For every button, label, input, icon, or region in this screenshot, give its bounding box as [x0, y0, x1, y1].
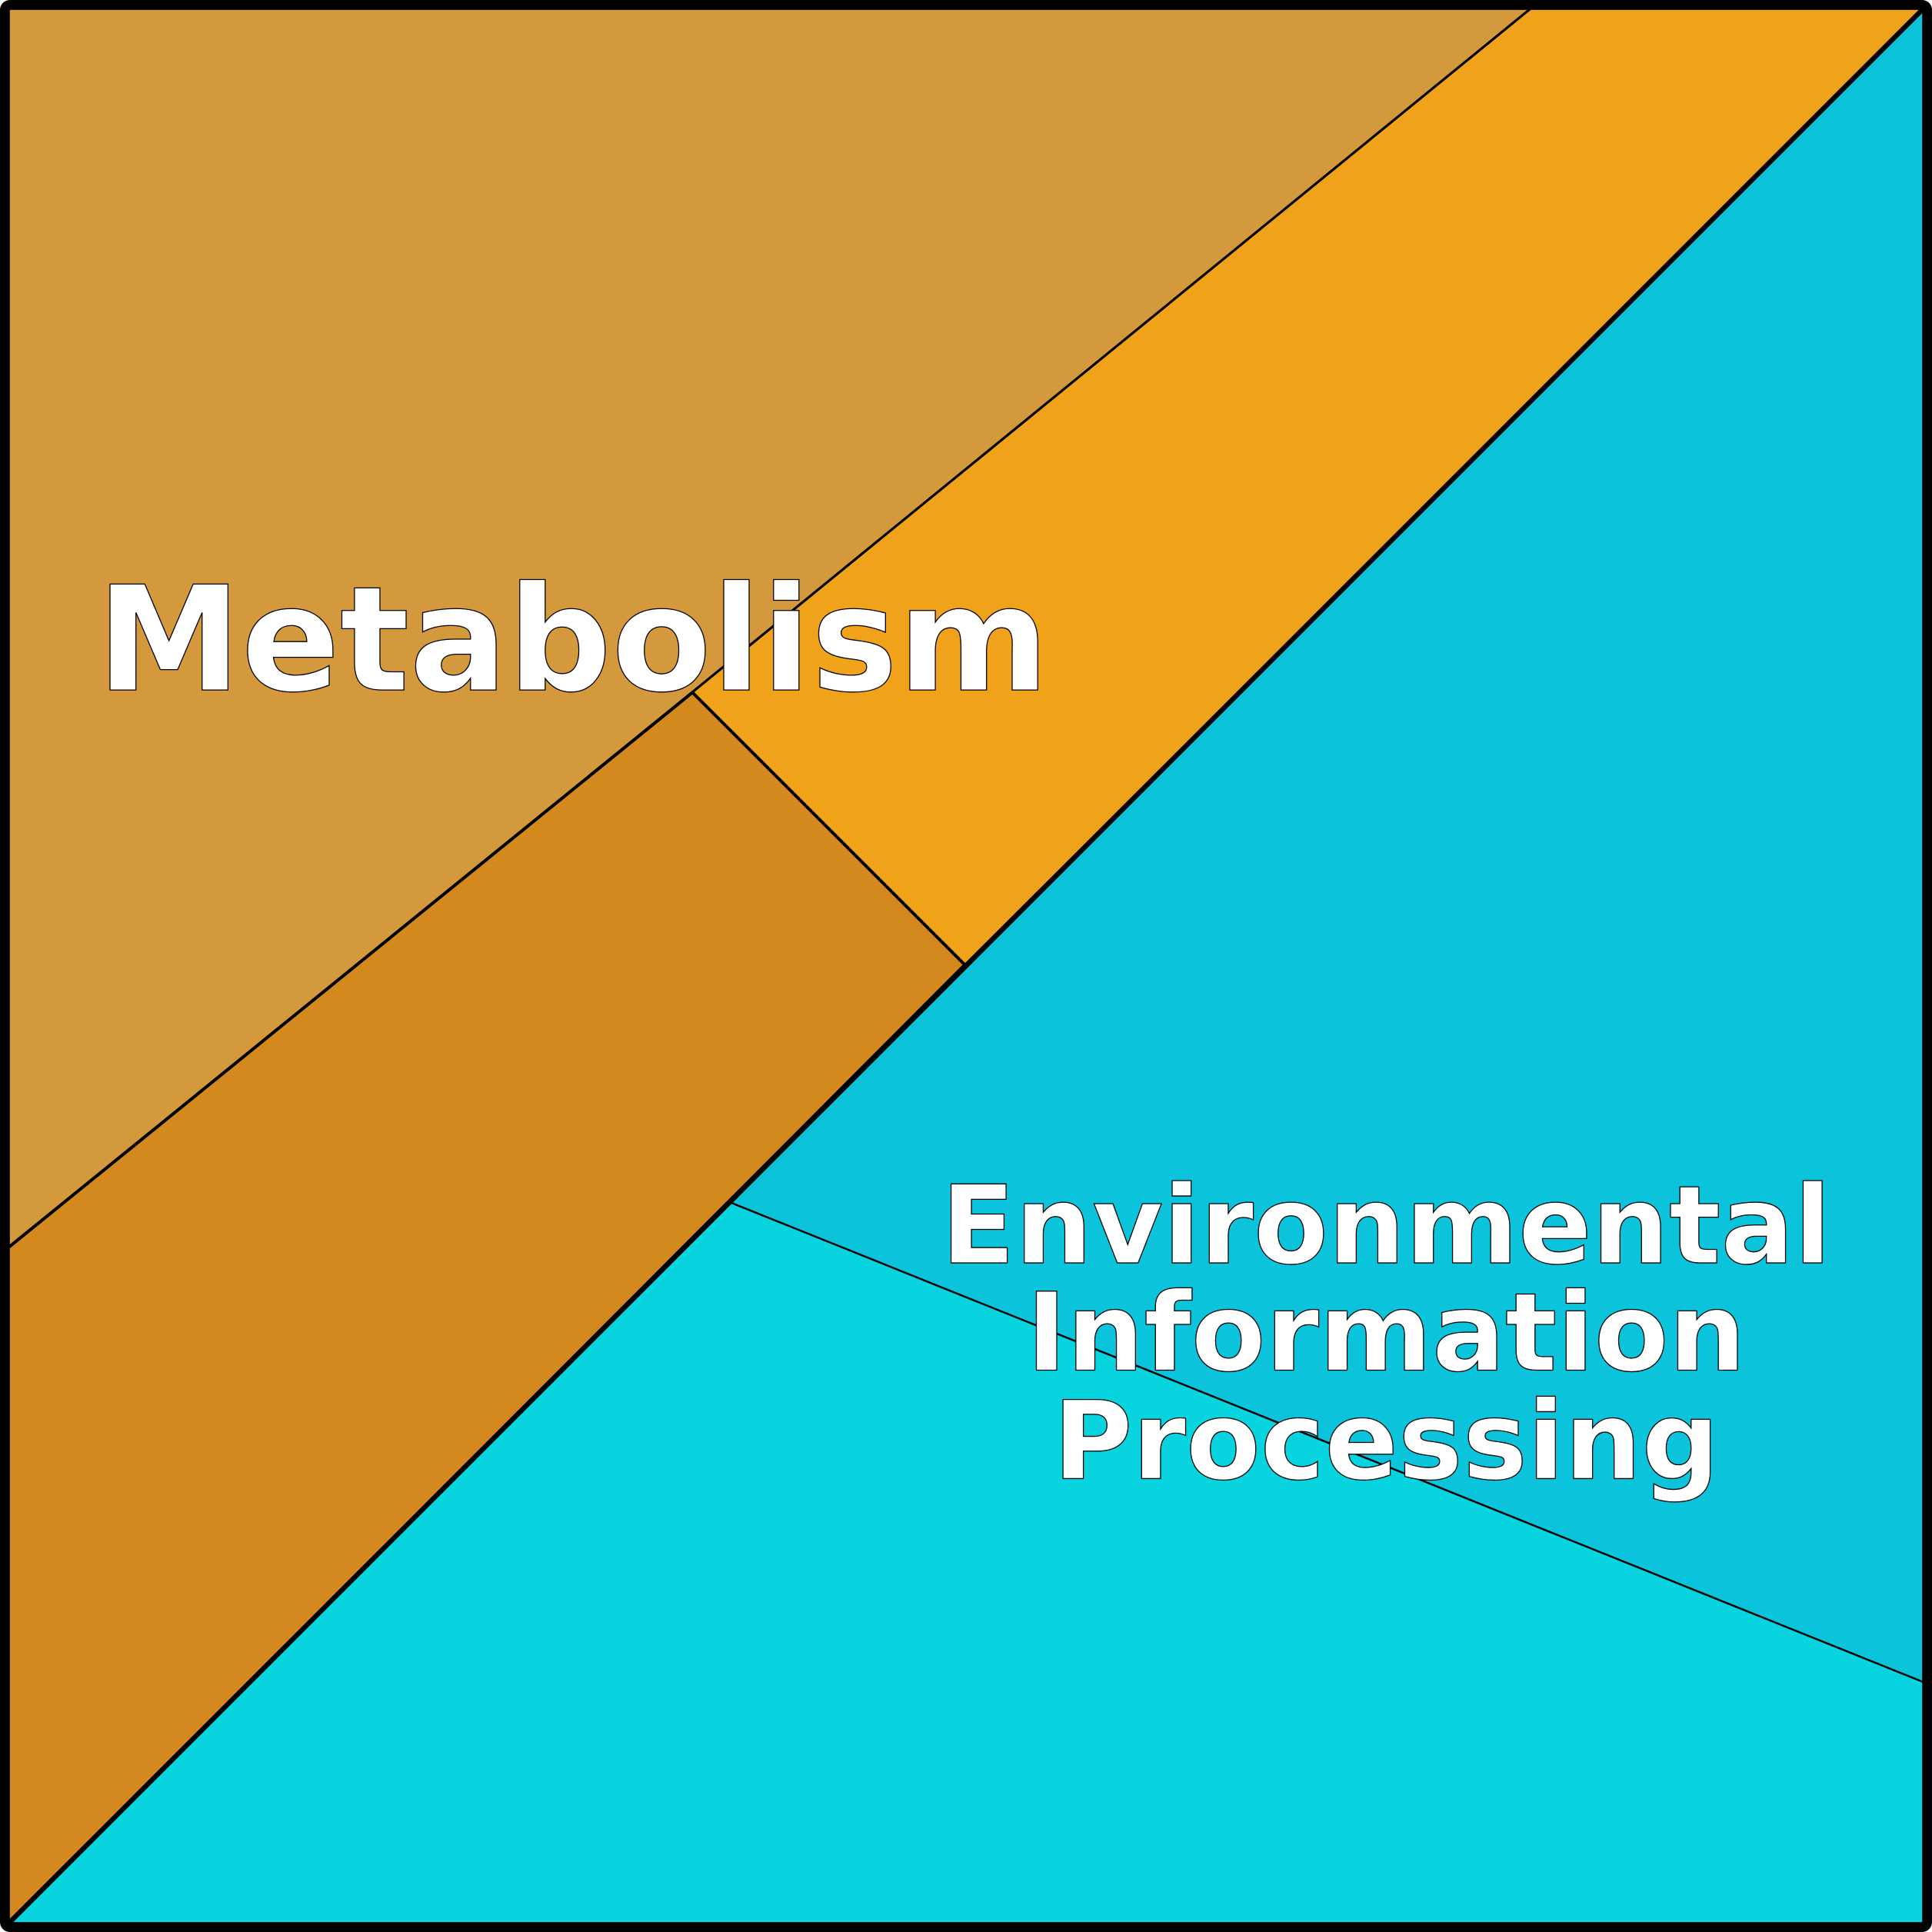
- metabolism-label: Metabolism: [97, 555, 1050, 724]
- group-boundary: [4, 4, 1928, 1928]
- metabolism-group: [5, 5, 1928, 1930]
- environmental-label-line-2: Information: [1027, 1270, 1746, 1396]
- environmental-label-line-1: Environmental: [941, 1163, 1831, 1289]
- environmental-label-line-3: Processing: [1053, 1378, 1719, 1504]
